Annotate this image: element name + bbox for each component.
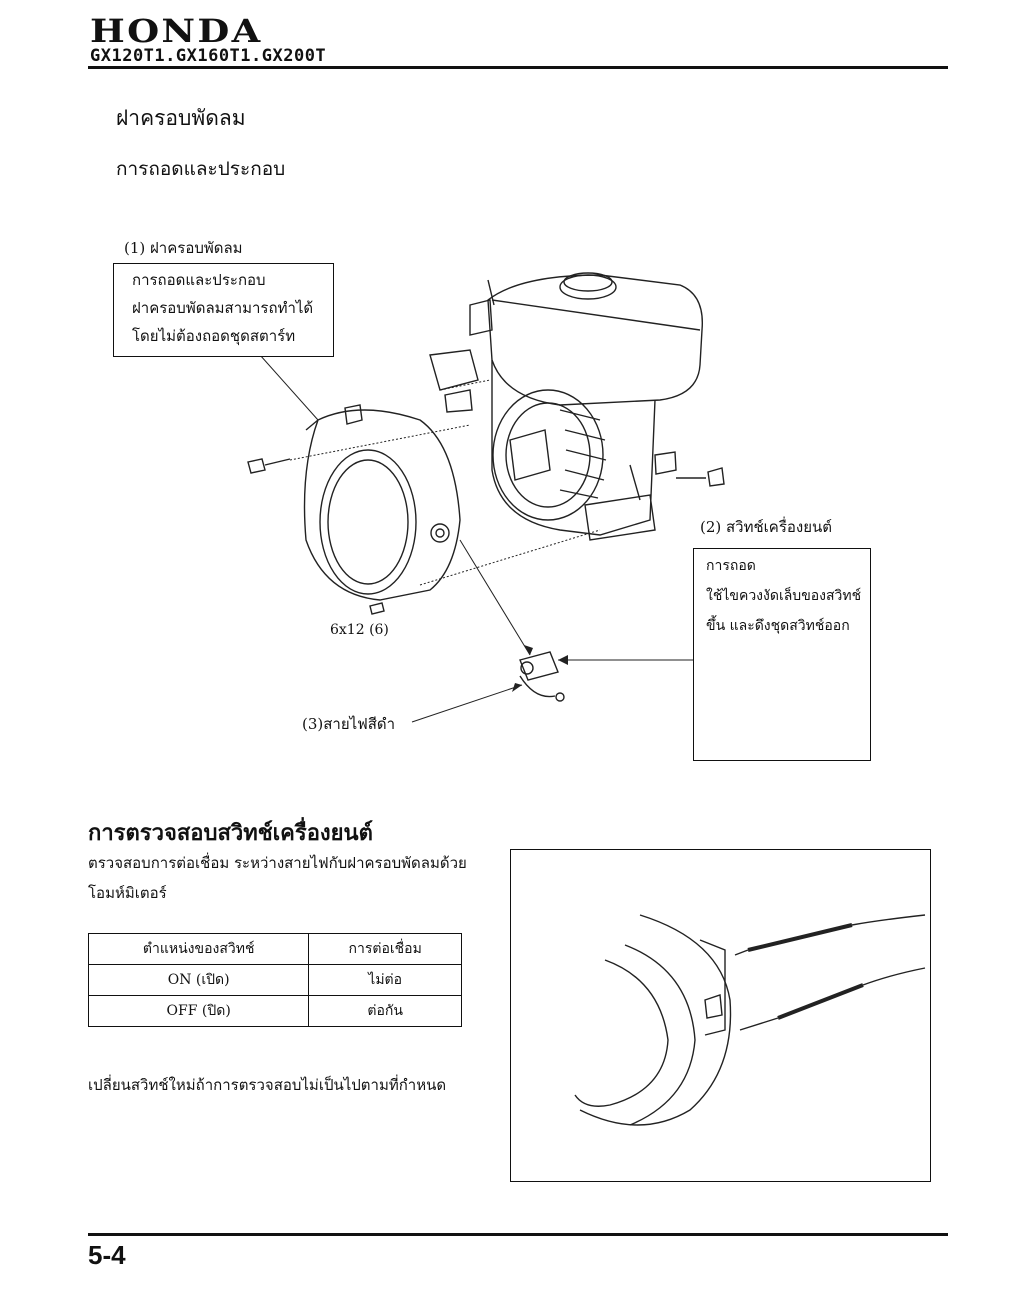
inspection-paragraph-line: ตรวจสอบการต่อเชื่อม ระหว่างสายไฟกับฝาครอ… <box>88 854 467 872</box>
model-numbers: GX120T1.GX160T1.GX200T <box>90 46 327 66</box>
table-cell: ON (เปิด) <box>87 964 310 996</box>
callout-engine-switch-box: การถอด ใช้ไขควงงัดเล็บของสวิทช์ ขึ้น และ… <box>693 548 871 761</box>
table-header-cell: ตำแหน่งของสวิทช์ <box>87 933 310 965</box>
table-cell: ต่อกัน <box>308 995 462 1027</box>
replacement-note: เปลี่ยนสวิทช์ใหม่ถ้าการตรวจสอบไม่เป็นไปต… <box>88 1076 447 1094</box>
callout-fan-cover-line: การถอดและประกอบ <box>132 271 266 289</box>
page-number: 5-4 <box>88 1240 126 1270</box>
table-row: ON (เปิด) ไม่ต่อ <box>87 964 462 996</box>
callout-fan-cover-line: ฝาครอบพัดลมสามารถทำได้ <box>132 299 314 317</box>
ohmmeter-test-illustration-frame <box>510 849 931 1182</box>
inspection-title: การตรวจสอบสวิทช์เครื่องยนต์ <box>88 821 373 846</box>
table-header-row: ตำแหน่งของสวิทช์ การต่อเชื่อม <box>87 933 462 965</box>
header-rule <box>88 66 948 69</box>
callout-engine-switch-label: (2) สวิทช์เครื่องยนต์ <box>700 518 832 536</box>
black-wire-label: (3)สายไฟสีดำ <box>302 715 396 733</box>
inspection-paragraph: ตรวจสอบการต่อเชื่อม ระหว่างสายไฟกับฝาครอ… <box>88 848 467 908</box>
table-cell: ไม่ต่อ <box>308 964 462 996</box>
footer-rule <box>88 1233 948 1236</box>
section-subtitle: การถอดและประกอบ <box>116 158 286 180</box>
inspection-paragraph-line: โอมห์มิเตอร์ <box>88 884 167 902</box>
table-header-cell: การต่อเชื่อม <box>308 933 462 965</box>
callout-fan-cover-label: (1) ฝาครอบพัดลม <box>124 239 243 257</box>
switch-continuity-table: ตำแหน่งของสวิทช์ การต่อเชื่อม ON (เปิด) … <box>87 933 462 1027</box>
callout-engine-switch-line: ใช้ไขควงงัดเล็บของสวิทช์ <box>706 588 862 604</box>
brand-logo: HONDA <box>90 12 263 50</box>
table-row: OFF (ปิด) ต่อกัน <box>87 995 462 1027</box>
bolt-size-label: 6x12 (6) <box>330 622 389 638</box>
callout-fan-cover-box: การถอดและประกอบ ฝาครอบพัดลมสามารถทำได้ โ… <box>113 263 334 357</box>
callout-engine-switch-line: ขึ้น และดึงชุดสวิทช์ออก <box>706 618 850 634</box>
section-title: ฝาครอบพัดลม <box>116 106 246 130</box>
table-cell: OFF (ปิด) <box>87 995 310 1027</box>
callout-engine-switch-line: การถอด <box>706 558 756 574</box>
callout-fan-cover-line: โดยไม่ต้องถอดชุดสตาร์ท <box>132 327 296 345</box>
